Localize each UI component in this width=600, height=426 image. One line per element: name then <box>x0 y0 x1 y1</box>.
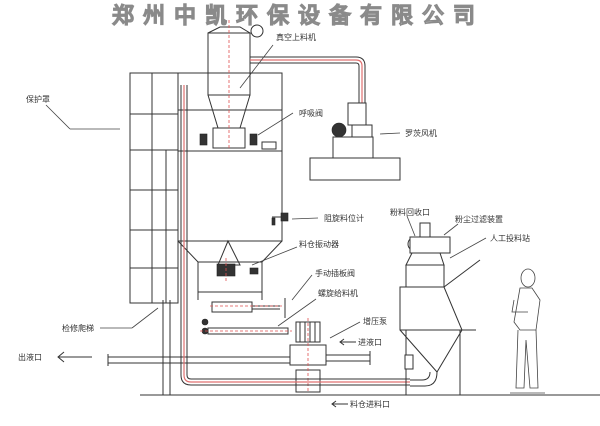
roots-blower <box>309 102 401 181</box>
label-level-gauge: 阻旋料位计 <box>324 213 364 223</box>
label-dust-filter: 粉尘过滤装置 <box>455 214 503 224</box>
label-liquid-inlet: 进液口 <box>358 337 382 347</box>
support-legs <box>162 300 171 395</box>
bin-feed-arrow <box>331 400 348 408</box>
label-gate-valve: 手动插板阀 <box>315 268 355 278</box>
silo <box>177 150 283 300</box>
person-figure <box>510 268 545 394</box>
label-liquid-outlet: 出液口 <box>18 352 42 362</box>
label-roots-blower: 罗茨风机 <box>405 128 437 138</box>
label-bin-feed: 料仓进料口 <box>350 399 390 409</box>
label-vacuum-loader: 真空上料机 <box>276 32 316 42</box>
pneumatic-pipe <box>180 56 410 386</box>
breather-valves <box>199 133 277 150</box>
bin-vibrator <box>216 258 259 282</box>
level-gauge <box>271 212 289 226</box>
inlet-arrow <box>339 338 356 346</box>
label-powder-recovery: 粉料回收口 <box>390 207 430 217</box>
label-bin-vibrator: 料仓振动器 <box>299 239 339 249</box>
label-ladder: 检修爬梯 <box>62 323 94 333</box>
vacuum-loader <box>207 20 264 150</box>
feeding-station <box>399 222 481 395</box>
label-feeding-station: 人工投料站 <box>490 233 530 243</box>
company-title: 郑州中凯环保设备有限公司 <box>112 3 484 29</box>
outlet-pipe <box>107 354 290 366</box>
label-breather-valve: 呼吸阀 <box>299 108 323 118</box>
leader-lines <box>45 44 487 339</box>
label-booster-pump: 增压泵 <box>363 316 387 326</box>
label-protective-cover: 保护罩 <box>26 94 50 104</box>
protective-cover <box>129 72 179 304</box>
screw-feeder <box>200 298 292 335</box>
label-screw-feeder: 螺旋给料机 <box>318 288 358 298</box>
booster-pump <box>289 318 371 393</box>
outlet-arrow <box>57 351 92 363</box>
arrows <box>57 338 356 408</box>
